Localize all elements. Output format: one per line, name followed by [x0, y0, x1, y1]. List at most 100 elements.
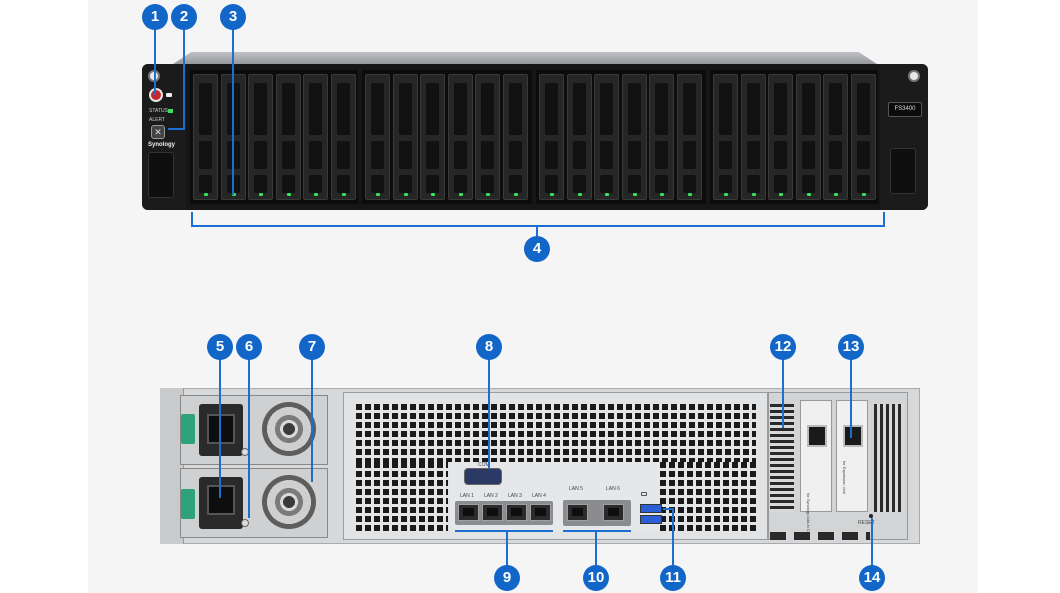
drive-bay[interactable] — [420, 74, 446, 200]
callout-14: 14 — [859, 565, 885, 591]
drive-bay[interactable] — [649, 74, 675, 200]
lan-port-1[interactable] — [458, 504, 479, 521]
fan-1 — [262, 402, 316, 456]
usb-port-2[interactable] — [640, 515, 662, 524]
drive-bay[interactable] — [447, 74, 473, 200]
drive-bay[interactable] — [851, 74, 876, 200]
drive-bay[interactable] — [566, 74, 592, 200]
drive-bay[interactable] — [503, 74, 528, 200]
callout-10-bracket — [563, 530, 631, 532]
callout-13-leader — [850, 358, 852, 438]
drive-tray-latch — [481, 141, 495, 169]
rear-bottom-vents — [770, 532, 870, 540]
lan-port-3[interactable] — [506, 504, 527, 521]
callout-4-leader — [536, 225, 538, 237]
beep-off-button[interactable]: ✕ — [151, 125, 165, 139]
drive-bay[interactable] — [713, 74, 738, 200]
drive-tray-latch — [746, 141, 760, 169]
callout-14-leader — [871, 518, 873, 566]
com-port[interactable] — [464, 468, 502, 485]
status-led — [168, 109, 173, 113]
drive-bay[interactable] — [539, 74, 564, 200]
drive-status-led — [314, 193, 319, 196]
drive-bay[interactable] — [365, 74, 390, 200]
vent-grid-right — [660, 462, 756, 532]
drive-bay[interactable] — [823, 74, 849, 200]
lan-3-label: LAN 3 — [508, 493, 522, 499]
drive-bay-group-4 — [710, 70, 878, 204]
lan-port-2[interactable] — [482, 504, 503, 521]
expansion-port[interactable] — [843, 425, 863, 447]
reset-button[interactable] — [869, 514, 873, 518]
callout-5-leader — [219, 358, 221, 498]
drive-status-led — [514, 193, 518, 196]
drive-tray-latch — [655, 141, 669, 169]
drive-bay[interactable] — [303, 74, 329, 200]
drive-bay-group-1 — [190, 70, 358, 204]
usb-port-1[interactable] — [640, 504, 662, 513]
power-button[interactable] — [149, 88, 163, 102]
drive-status-led — [632, 193, 637, 196]
drive-bay[interactable] — [795, 74, 821, 200]
callout-4-bracket-left — [191, 212, 193, 226]
drive-tray-window — [309, 83, 323, 135]
pcie-slot-1-label: for Synology Add-in Card — [806, 493, 811, 538]
lan-2-label: LAN 2 — [484, 493, 498, 499]
drive-tray-window — [545, 83, 558, 135]
drive-tray-latch — [371, 141, 384, 169]
drive-tray-window — [453, 83, 467, 135]
drive-tray-latch — [199, 175, 212, 193]
reset-label: RESET — [858, 520, 875, 526]
fan-2 — [262, 475, 316, 529]
drive-bay[interactable] — [768, 74, 794, 200]
brand-label: Synology — [148, 142, 176, 148]
lan-4-label: LAN 4 — [532, 493, 546, 499]
drive-tray-latch — [683, 175, 696, 193]
drive-bay[interactable] — [740, 74, 766, 200]
drive-status-led — [342, 193, 346, 196]
drive-bay[interactable] — [392, 74, 418, 200]
drive-status-led — [577, 193, 582, 196]
alert-led-label: ALERT — [149, 117, 166, 123]
drive-tray-latch — [655, 175, 669, 193]
power-port-2[interactable] — [207, 485, 235, 515]
psu-1 — [180, 395, 328, 465]
lan-port-5[interactable] — [567, 504, 588, 521]
callout-2: 2 — [171, 4, 197, 30]
drive-status-led — [779, 193, 784, 196]
drive-status-led — [605, 193, 610, 196]
drive-status-led — [259, 193, 264, 196]
psu-2-release-handle[interactable] — [181, 489, 195, 519]
lan-port-6[interactable] — [603, 504, 624, 521]
callout-11-leader-h — [663, 508, 673, 510]
drive-tray-latch — [426, 141, 440, 169]
pcie-slot-1-port[interactable] — [807, 425, 827, 447]
drive-tray-latch — [572, 141, 586, 169]
pcie-slot-2-label: for Expansion Unit — [842, 461, 847, 494]
rack-ear-hole-right — [908, 70, 920, 82]
callout-4-bracket-right — [883, 212, 885, 226]
drive-bay[interactable] — [677, 74, 702, 200]
drive-tray-latch — [829, 141, 843, 169]
drive-bay[interactable] — [275, 74, 301, 200]
drive-tray-latch — [545, 141, 558, 169]
callout-7: 7 — [299, 334, 325, 360]
drive-tray-latch — [801, 175, 815, 193]
callout-5: 5 — [207, 334, 233, 360]
psu-1-release-handle[interactable] — [181, 414, 195, 444]
drive-bay[interactable] — [475, 74, 501, 200]
lan-port-4[interactable] — [530, 504, 551, 521]
model-label: FS3400 — [888, 102, 922, 117]
callout-7-leader — [311, 358, 313, 482]
power-port-1[interactable] — [207, 414, 235, 444]
drive-bay[interactable] — [193, 74, 218, 200]
pcie-vent-right — [874, 404, 904, 512]
drive-bay[interactable] — [594, 74, 620, 200]
usb-icon — [641, 492, 647, 496]
drive-bay[interactable] — [248, 74, 274, 200]
drive-bay[interactable] — [331, 74, 356, 200]
drive-status-led — [660, 193, 665, 196]
drive-bay[interactable] — [621, 74, 647, 200]
drive-tray-latch — [600, 141, 614, 169]
drive-tray-latch — [509, 175, 522, 193]
